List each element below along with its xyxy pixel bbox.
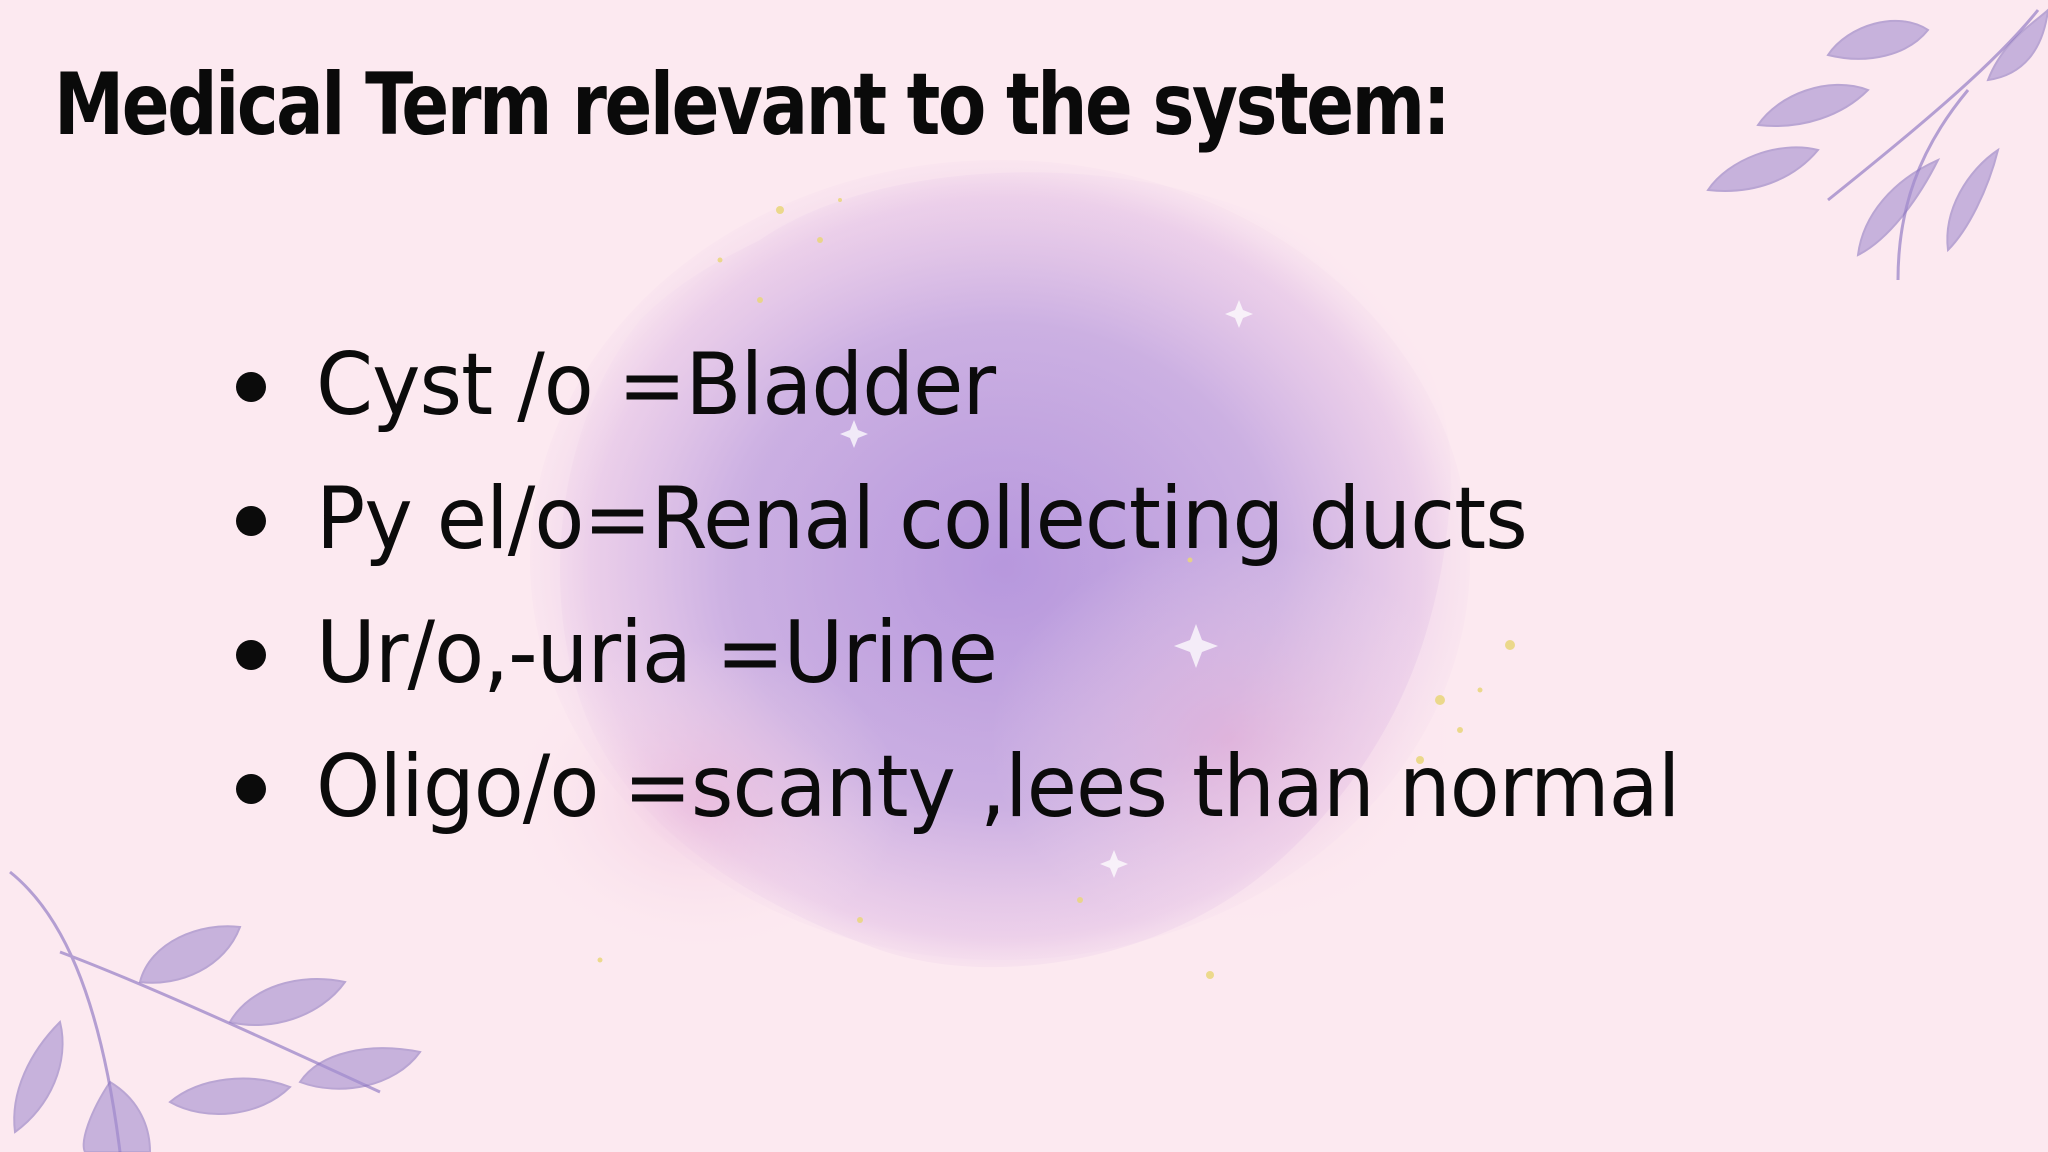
term-text: Py el/o=Renal collecting ducts bbox=[316, 469, 1528, 569]
term-text: Ur/o,-uria =Urine bbox=[316, 603, 998, 703]
list-item: Oligo/o =scanty ,lees than normal bbox=[230, 720, 1751, 854]
term-text: Cyst /o =Bladder bbox=[316, 335, 996, 435]
leaf-branch-icon bbox=[1706, 8, 2048, 281]
list-item: Cyst /o =Bladder bbox=[230, 318, 1751, 452]
bullet-icon bbox=[236, 774, 266, 804]
bullet-icon bbox=[236, 372, 266, 402]
slide-title: Medical Term relevant to the system: bbox=[54, 55, 1451, 155]
leaf-branch-icon bbox=[9, 870, 422, 1152]
bullet-icon bbox=[236, 640, 266, 670]
list-item: Py el/o=Renal collecting ducts bbox=[230, 452, 1751, 586]
bullet-icon bbox=[236, 506, 266, 536]
medical-term-list: Cyst /o =Bladder Py el/o=Renal collectin… bbox=[230, 318, 1751, 854]
list-item: Ur/o,-uria =Urine bbox=[230, 586, 1751, 720]
term-text: Oligo/o =scanty ,lees than normal bbox=[316, 737, 1680, 837]
